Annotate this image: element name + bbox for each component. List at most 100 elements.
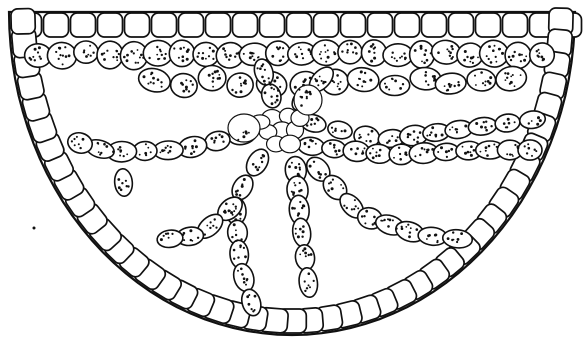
granule-dot [486, 55, 488, 57]
granule-dot [294, 166, 297, 169]
granule-dot [210, 221, 212, 223]
granule-dot [218, 74, 220, 76]
granule-dot [279, 86, 281, 88]
granule-dot [320, 51, 322, 53]
epidermis-cell [44, 13, 69, 37]
granule-dot [416, 141, 419, 144]
granule-dot [414, 49, 417, 52]
granule-dot [98, 151, 100, 153]
granule-dot [304, 143, 306, 145]
granule-dot [456, 132, 458, 134]
granule-dot [306, 287, 308, 289]
granule-dot [451, 48, 453, 50]
granule-dot [125, 180, 127, 182]
granule-dot [308, 254, 310, 256]
granule-dot [258, 166, 260, 168]
granule-dot [484, 126, 487, 129]
granule-dot [92, 52, 94, 54]
granule-dot [404, 57, 407, 60]
granule-dot [232, 203, 234, 205]
granule-dot [332, 179, 334, 181]
granule-dot [396, 60, 398, 62]
subepidermal-granular-cells [24, 38, 556, 100]
granule-dot [239, 213, 242, 216]
granule-dot [55, 51, 57, 53]
granule-dot [195, 145, 198, 148]
subepidermal-cell [383, 44, 413, 67]
strand-cell-down [291, 217, 312, 248]
granule-dot [359, 134, 361, 136]
granule-dot [445, 150, 448, 153]
granule-dot [243, 277, 246, 280]
granule-dot [391, 135, 393, 137]
granule-dot [517, 145, 520, 148]
granule-dot [392, 219, 394, 221]
granule-dot [234, 218, 237, 221]
granule-dot [243, 281, 246, 284]
granule-dot [470, 145, 473, 148]
granule-dot [372, 43, 375, 46]
granule-dot [194, 139, 197, 142]
granule-dot [157, 78, 160, 81]
granule-dot [452, 231, 454, 233]
granule-dot [209, 227, 211, 229]
granule-dot [233, 223, 236, 226]
granule-dot [262, 154, 264, 156]
granule-dot [212, 58, 214, 60]
granule-dot [221, 135, 224, 138]
epidermis-cell [314, 13, 339, 37]
granule-dot [231, 89, 233, 91]
granule-dot [319, 176, 322, 179]
granule-dot [493, 144, 495, 146]
granule-dot [188, 90, 190, 92]
granule-dot [363, 215, 365, 217]
granule-dot [361, 215, 363, 217]
granule-dot [274, 101, 276, 103]
granule-dot [457, 238, 460, 241]
granule-dot [525, 55, 527, 57]
granule-dot [240, 268, 243, 271]
granule-dot [509, 83, 511, 85]
granule-dot [240, 238, 242, 240]
granule-dot [391, 56, 393, 58]
granule-dot [520, 74, 522, 76]
granule-dot [446, 156, 448, 158]
granule-dot [365, 210, 368, 213]
granule-dot [463, 59, 466, 62]
granule-dot [133, 52, 135, 54]
granule-dot [271, 55, 274, 58]
granule-dot [240, 83, 242, 85]
granule-dot [486, 154, 489, 157]
granule-dot [233, 249, 236, 252]
granule-dot [429, 134, 431, 136]
granule-dot [531, 155, 533, 157]
subepidermal-cell [198, 65, 226, 91]
granule-dot [508, 122, 511, 125]
granule-dot [357, 84, 359, 86]
epidermis-cell [422, 13, 447, 37]
granule-dot [336, 74, 339, 77]
granule-dot [387, 225, 390, 228]
granule-dot [407, 133, 410, 136]
granule-dot [437, 151, 439, 153]
granule-dot [367, 133, 369, 135]
granule-dot [212, 225, 214, 227]
granule-dot [398, 147, 400, 149]
granule-dot [336, 153, 338, 155]
granule-dot [496, 61, 498, 63]
granule-dot [178, 57, 180, 59]
granule-dot [451, 84, 453, 86]
granule-dot [291, 162, 293, 164]
granule-dot [430, 131, 432, 133]
granule-dot [449, 55, 451, 57]
granule-dot [241, 273, 244, 276]
granule-dot [473, 149, 476, 152]
granule-dot [485, 121, 487, 123]
epidermis-cell [206, 13, 231, 37]
granule-dot [64, 46, 66, 48]
granule-dot [79, 147, 81, 149]
epidermis-cell [341, 13, 366, 37]
granule-dot [510, 76, 512, 78]
granule-dot [118, 186, 121, 189]
